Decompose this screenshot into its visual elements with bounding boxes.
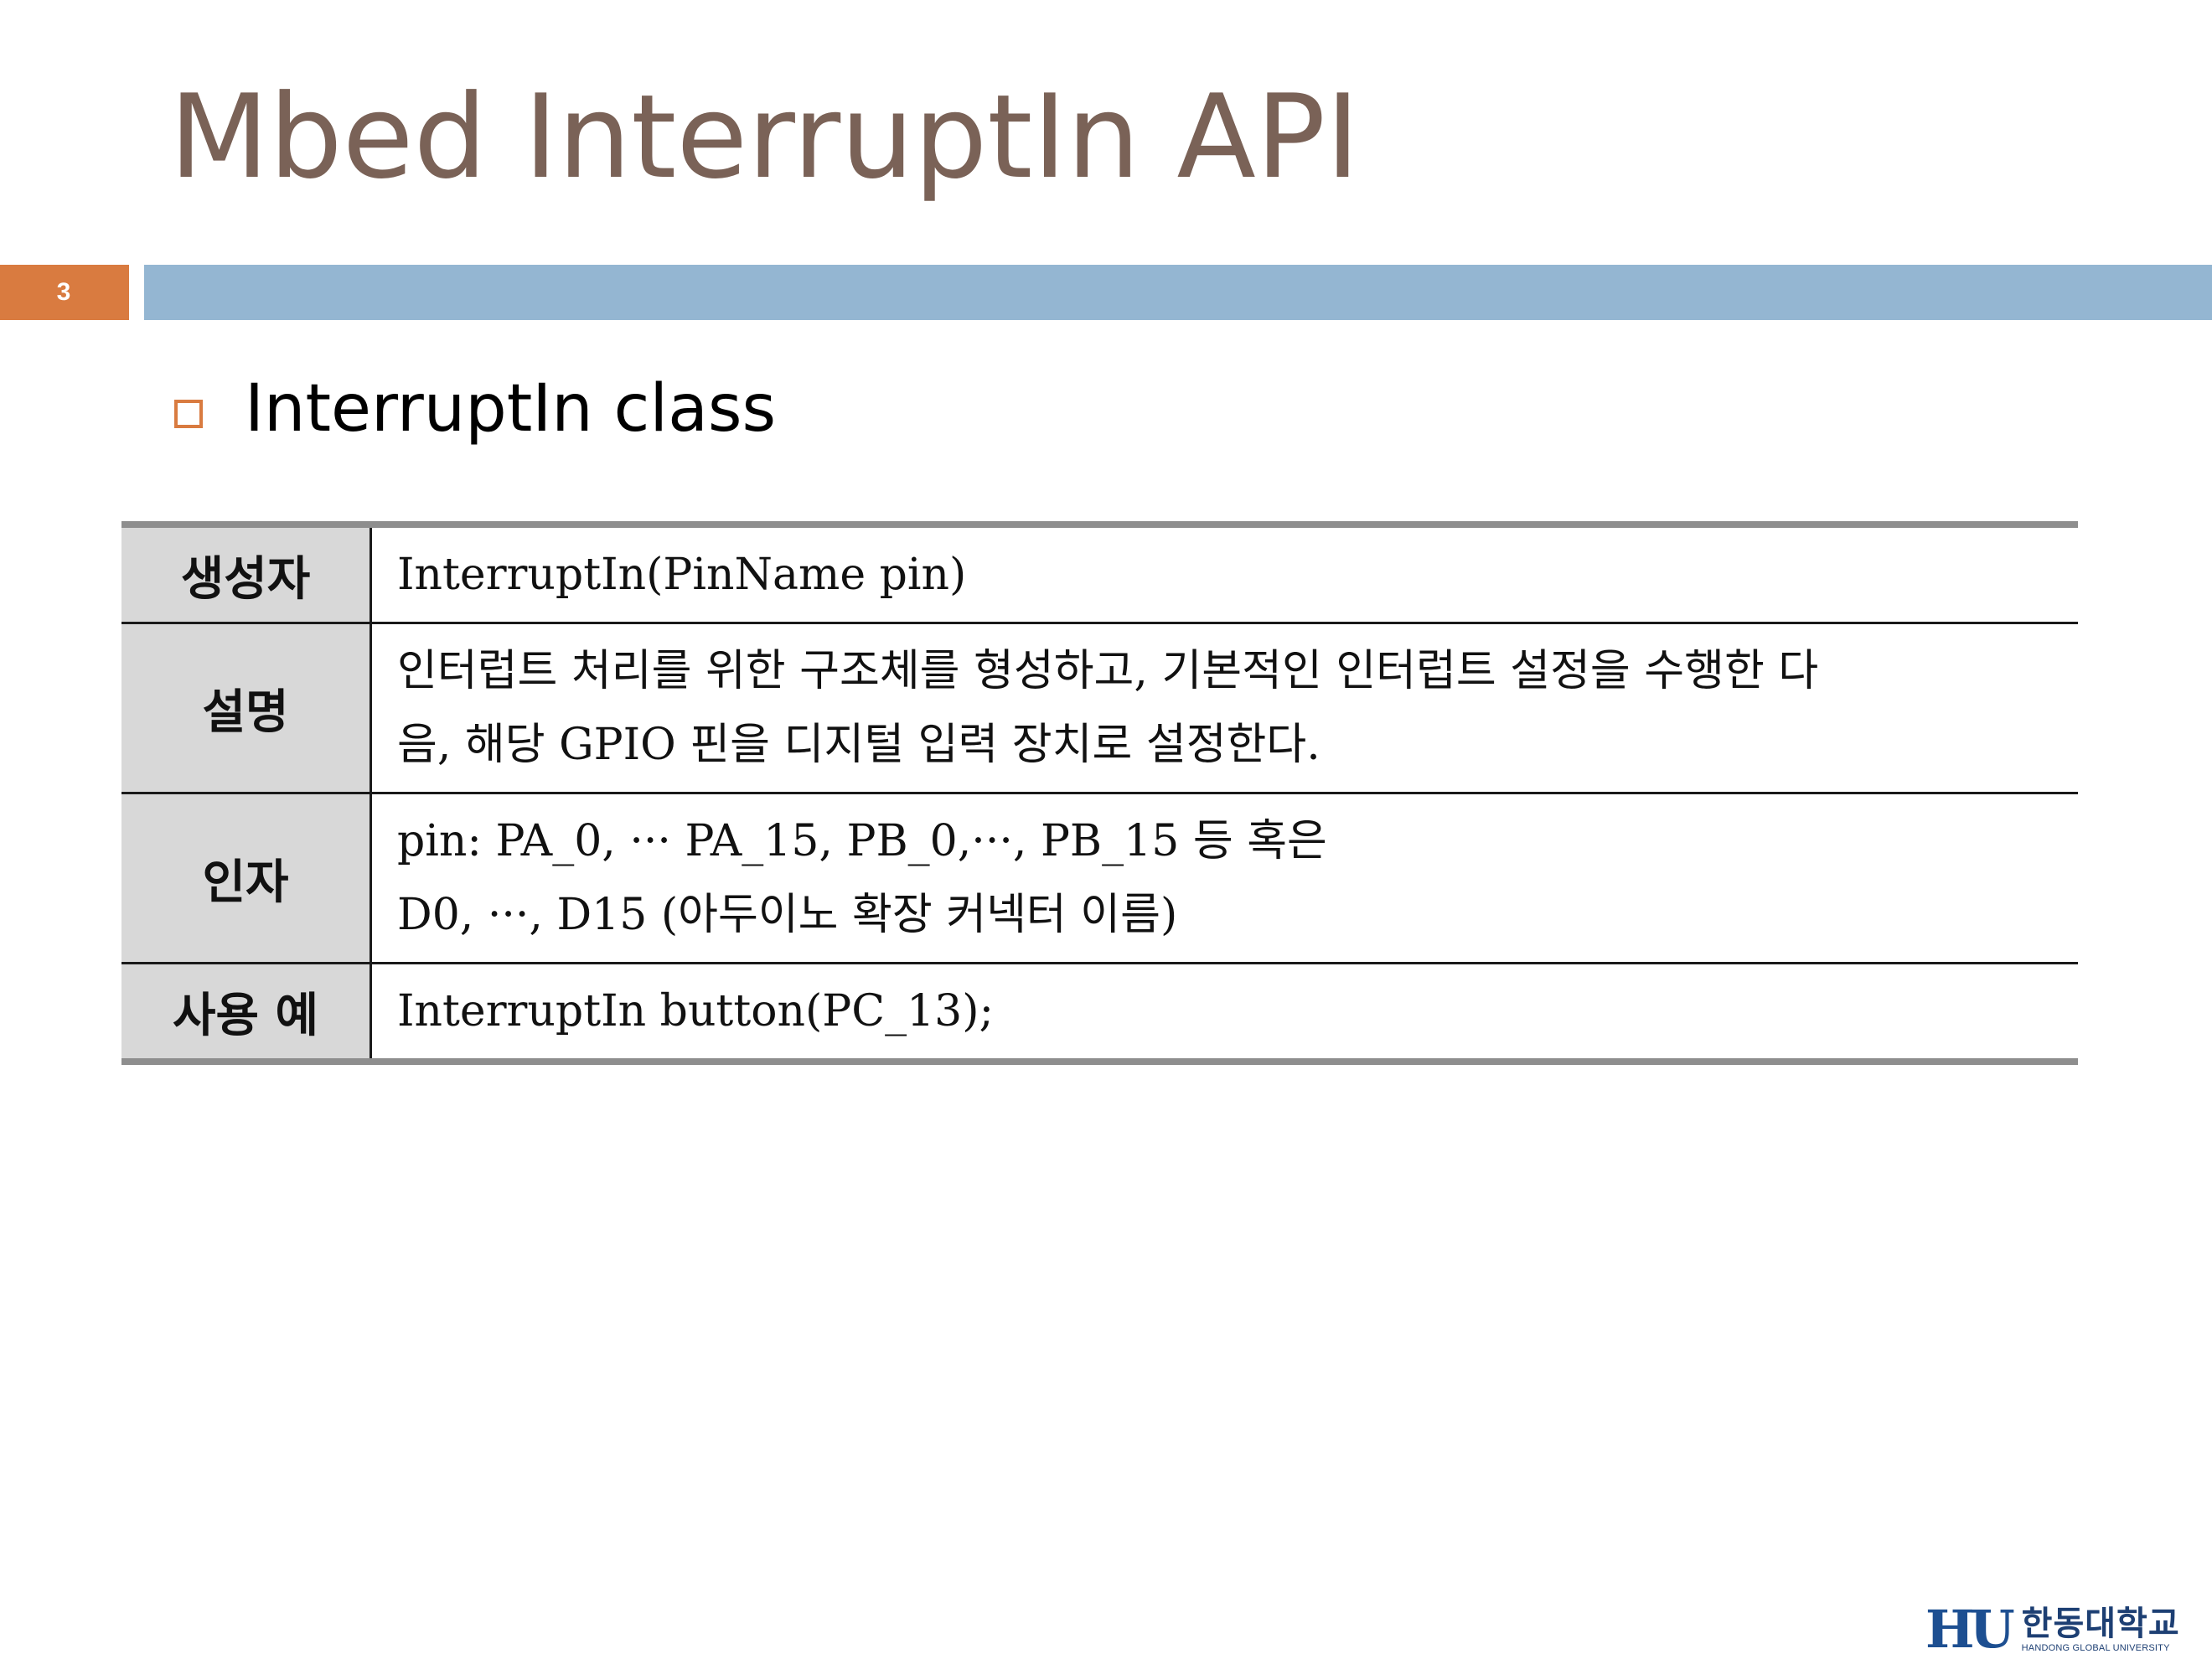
row-value: InterruptIn(PinName pin) — [370, 525, 2078, 624]
university-emblem-icon: HU — [1925, 1599, 2015, 1659]
row-label: 설명 — [121, 623, 372, 794]
row-label: 사용 예 — [121, 963, 372, 1062]
value-line: InterruptIn(PinName pin) — [397, 550, 967, 600]
square-bullet-icon — [174, 400, 203, 428]
title-underline-bar — [144, 265, 2212, 320]
university-logo: HU 한동대학교 HANDONG GLOBAL UNIVERSITY — [1925, 1602, 2180, 1657]
row-value: InterruptIn button(PC_13); — [371, 964, 2079, 1062]
slide-title: Mbed InterruptIn API — [169, 70, 1360, 204]
table-row-arguments: 인자 pin: PA_0, ··· PA_15, PB_0,···, PB_15… — [121, 793, 2078, 964]
row-label: 인자 — [121, 793, 372, 964]
value-line: 음, 해당 GPIO 핀을 디지털 입력 장치로 설정한다. — [397, 720, 1320, 770]
value-line: pin: PA_0, ··· PA_15, PB_0,···, PB_15 등 … — [397, 816, 1327, 866]
value-line: D0, ···, D15 (아두이노 확장 커넥터 이름) — [397, 890, 1178, 940]
university-name-korean: 한동대학교 — [2021, 1604, 2180, 1643]
api-table: 생성자 InterruptIn(PinName pin) 설명 인터럽트 처리를… — [121, 521, 2078, 1065]
value-line: InterruptIn button(PC_13); — [397, 986, 995, 1036]
table-row-usage-example: 사용 예 InterruptIn button(PC_13); — [121, 963, 2079, 1062]
table-row-description: 설명 인터럽트 처리를 위한 구조체를 형성하고, 기본적인 인터럽트 설정을 … — [121, 623, 2078, 794]
row-value: 인터럽트 처리를 위한 구조체를 형성하고, 기본적인 인터럽트 설정을 수행한… — [370, 623, 2078, 794]
bullet-text: InterruptIn class — [245, 371, 777, 447]
row-value: pin: PA_0, ··· PA_15, PB_0,···, PB_15 등 … — [370, 793, 2078, 964]
bullet-item: InterruptIn class — [174, 367, 776, 451]
university-name: 한동대학교 HANDONG GLOBAL UNIVERSITY — [2022, 1607, 2180, 1653]
table-row-constructor: 생성자 InterruptIn(PinName pin) — [121, 525, 2078, 624]
value-line: 인터럽트 처리를 위한 구조체를 형성하고, 기본적인 인터럽트 설정을 수행한… — [397, 646, 1819, 696]
page-number: 3 — [0, 265, 129, 320]
row-label: 생성자 — [121, 525, 372, 624]
university-name-english: HANDONG GLOBAL UNIVERSITY — [2021, 1642, 2170, 1653]
